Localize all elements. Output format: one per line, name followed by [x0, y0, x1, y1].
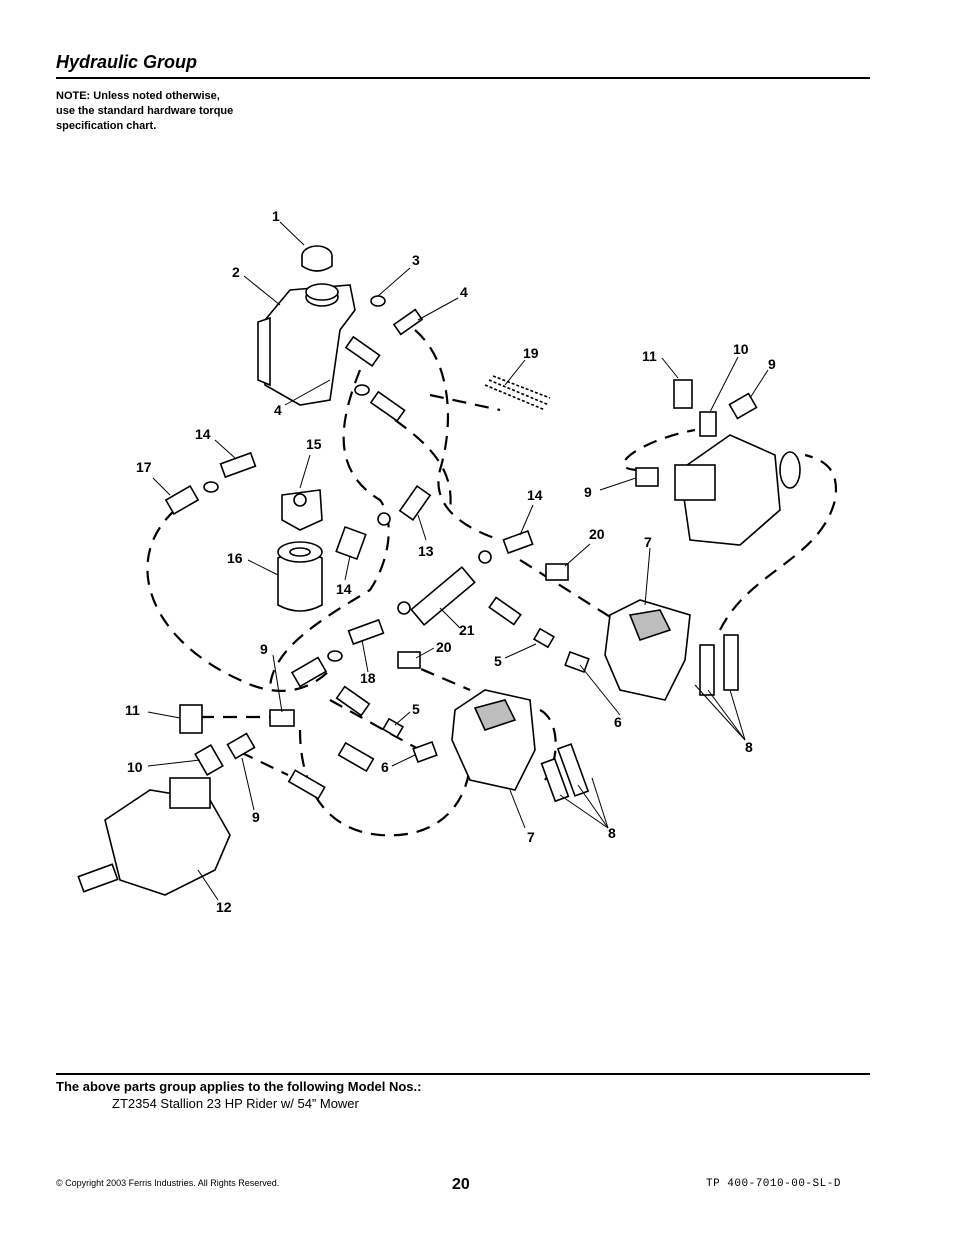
callout: 12 [216, 899, 232, 915]
wheel-motor-left [77, 777, 231, 896]
callout: 8 [745, 739, 753, 755]
model-line: ZT2354 Stallion 23 HP Rider w/ 54” Mower [112, 1096, 359, 1111]
callout: 9 [768, 356, 776, 372]
hydraulic-pump-lower [451, 689, 536, 791]
callout: 6 [381, 759, 389, 775]
footer-rule [56, 1073, 870, 1075]
callout: 16 [227, 550, 243, 566]
wheel-motor-right [674, 434, 801, 546]
filter-head [281, 489, 323, 531]
reservoir-tank [257, 283, 356, 406]
callout: 6 [614, 714, 622, 730]
header-rule [56, 77, 870, 79]
callout: 14 [527, 487, 543, 503]
note-line: NOTE: Unless noted otherwise, [56, 90, 220, 102]
callout: 4 [460, 284, 468, 300]
page-number: 20 [452, 1176, 470, 1193]
torque-note: NOTE: Unless noted otherwise, use the st… [56, 89, 233, 134]
callout: 10 [127, 759, 143, 775]
callout: 9 [584, 484, 592, 500]
callout: 7 [527, 829, 535, 845]
hydraulic-filter [277, 541, 323, 612]
callout: 20 [589, 526, 605, 542]
callout: 10 [733, 341, 749, 357]
note-line: specification chart. [56, 120, 157, 132]
callout-labels: 1 2 3 4 4 19 11 10 9 14 15 17 14 9 20 7 … [125, 208, 776, 915]
reservoir-cap [301, 245, 333, 272]
callout: 15 [306, 436, 322, 452]
hydraulic-pump-upper [604, 599, 691, 701]
component-drawings [77, 245, 801, 896]
callout: 1 [272, 208, 280, 224]
callout: 2 [232, 264, 240, 280]
page-title: Hydraulic Group [56, 52, 198, 72]
callout: 3 [412, 252, 420, 268]
callout: 5 [494, 653, 502, 669]
callout: 19 [523, 345, 539, 361]
callout: 14 [195, 426, 211, 442]
hose-segments [164, 308, 522, 800]
callout: 9 [260, 641, 268, 657]
note-line: use the standard hardware torque [56, 105, 234, 117]
callout: 9 [252, 809, 260, 825]
callout: 20 [436, 639, 452, 655]
leader-lines [147, 221, 769, 901]
callout: 4 [274, 402, 282, 418]
document-id: TP 400-7010-00-SL-D [706, 1178, 841, 1190]
callout: 17 [136, 459, 152, 475]
model-applicability-heading: The above parts group applies to the fol… [56, 1079, 422, 1094]
callout: 18 [360, 670, 376, 686]
callout: 11 [642, 348, 657, 364]
callout: 11 [125, 702, 140, 718]
filter-spring [484, 375, 551, 411]
callout: 5 [412, 701, 420, 717]
callout: 13 [418, 543, 434, 559]
copyright-notice: © Copyright 2003 Ferris Industries. All … [56, 1178, 280, 1188]
callout: 21 [459, 622, 475, 638]
hose-clamps [203, 295, 492, 662]
callout: 7 [644, 534, 652, 550]
callout: 14 [336, 581, 352, 597]
callout: 8 [608, 825, 616, 841]
